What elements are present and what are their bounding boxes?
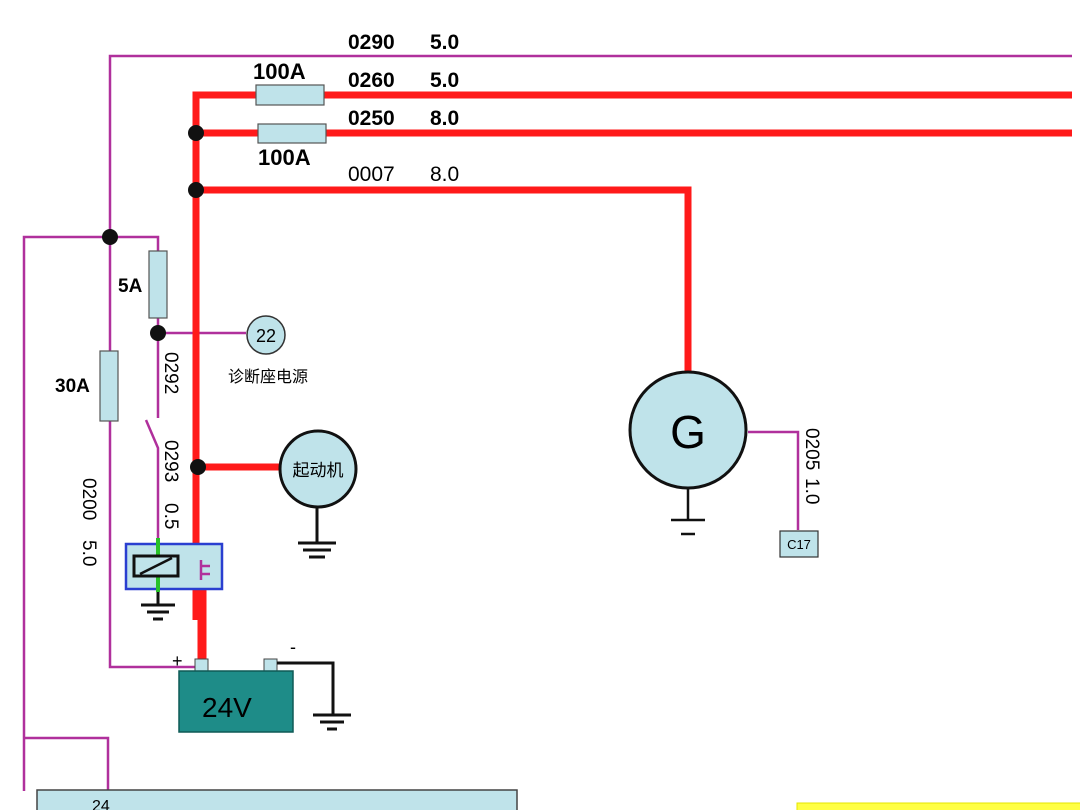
wire-0007	[196, 186, 692, 372]
wire-0205	[748, 430, 800, 530]
battery-voltage: 24V	[202, 692, 252, 723]
wire-label-0293-size: 0.5	[160, 503, 181, 529]
fuse-label-30a: 30A	[55, 376, 90, 397]
power-wires	[192, 91, 1072, 660]
relay	[124, 538, 224, 592]
wire-label-0250-size: 8.0	[430, 107, 459, 130]
generator-ground-icon	[671, 488, 705, 536]
wire-0290-0200	[108, 54, 1072, 669]
relay-ground-icon	[141, 592, 175, 621]
splice-0200	[102, 229, 118, 245]
connector-c17-label: C17	[787, 537, 811, 552]
relay-contact	[199, 560, 210, 580]
wire-label-0292: 0292	[160, 352, 181, 394]
battery-body	[178, 670, 294, 733]
wire-label-0293-number: 0293	[160, 440, 181, 482]
relay-coil-diagonal	[139, 556, 173, 576]
battery-plus-terminal	[194, 658, 209, 672]
battery-ground-icon	[277, 661, 351, 731]
fuse-30a	[99, 350, 119, 422]
splice-points	[102, 125, 206, 475]
fuse-label-5a: 5A	[118, 276, 143, 297]
diagnostic-connector-number: 22	[256, 326, 276, 346]
diagnostic-connector-label: 诊断座电源	[228, 367, 308, 386]
splice-0250	[188, 125, 204, 141]
wire-bottom-box	[24, 736, 110, 790]
wire-label-0200-number: 0200	[78, 478, 99, 520]
wire-label-0205-size: 1.0	[801, 478, 822, 504]
battery-minus-symbol: -	[290, 637, 296, 657]
fuse-5a	[148, 250, 168, 319]
wire-0293	[144, 419, 160, 538]
wire-diagnostic-feed	[22, 235, 160, 791]
wire-label-0290-number: 0290	[348, 31, 395, 54]
splice-0007	[188, 182, 204, 198]
wire-label-0250-number: 0250	[348, 107, 395, 130]
battery-minus-terminal	[263, 658, 278, 672]
bottom-controller-box	[36, 789, 518, 810]
connector-c17-box	[779, 530, 819, 558]
wire-label-0290-size: 5.0	[430, 31, 459, 54]
wire-label-0260-size: 5.0	[430, 69, 459, 92]
starter-ground-icon	[298, 507, 336, 559]
fuse-label-100a-bottom: 100A	[258, 145, 311, 170]
fuse-label-100a-top: 100A	[253, 59, 306, 84]
wire-label-0260-number: 0260	[348, 69, 395, 92]
bottom-controller-text: 24	[92, 798, 110, 810]
yellow-note-box	[796, 802, 1080, 810]
wire-label-0205-number: 0205	[801, 428, 822, 470]
wire-label-0007-size: 8.0	[430, 163, 459, 186]
fuse-100a-bottom	[257, 123, 327, 144]
fuses	[99, 84, 327, 422]
wire-label-0200-size: 5.0	[78, 540, 99, 566]
splice-diagnostic	[150, 325, 166, 341]
wire-label-0007-number: 0007	[348, 163, 395, 186]
diagnostic-connector-circle	[246, 315, 286, 355]
relay-coil	[132, 554, 180, 578]
fuse-100a-top	[255, 84, 325, 106]
generator-label: G	[670, 406, 706, 458]
wire-0260-main-bus	[192, 91, 1072, 620]
battery-plus-symbol: +	[172, 651, 183, 671]
starter-motor-label: 起动机	[293, 461, 344, 481]
splice-starter	[190, 459, 206, 475]
